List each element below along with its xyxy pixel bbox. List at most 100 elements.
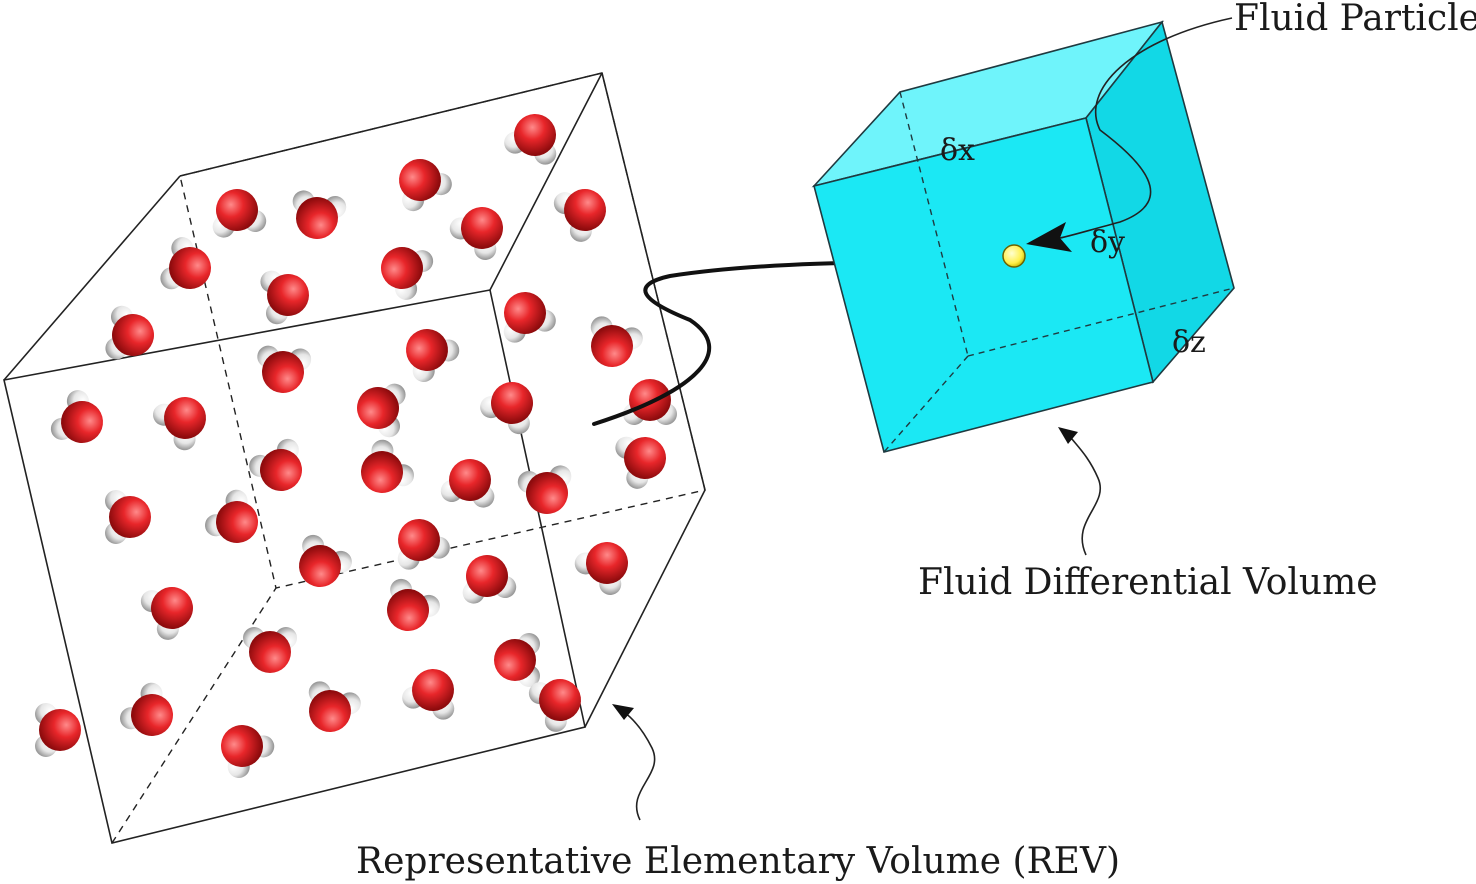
oxygen-atom	[39, 709, 81, 751]
water-molecule	[381, 247, 434, 300]
rev-cube-edge	[179, 72, 603, 177]
water-molecule	[357, 383, 406, 438]
oxygen-atom	[267, 274, 309, 316]
dz-label: δz	[1172, 325, 1206, 360]
water-molecule	[504, 114, 557, 165]
fluid-volume-label: Fluid Differential Volume	[918, 562, 1378, 603]
water-molecule	[528, 679, 581, 732]
water-molecule	[299, 534, 352, 587]
water-molecule	[249, 438, 302, 491]
oxygen-atom	[504, 292, 546, 334]
water-molecule	[517, 465, 572, 514]
oxygen-atom	[494, 639, 536, 681]
water-molecule	[204, 489, 258, 543]
oxygen-atom	[406, 329, 448, 371]
water-molecule	[399, 159, 452, 212]
oxygen-atom	[296, 197, 338, 239]
water-molecule	[105, 305, 154, 360]
water-molecule	[308, 681, 361, 732]
rev-cube-edge	[584, 489, 706, 728]
water-molecule	[623, 379, 677, 425]
rev-pointer	[623, 711, 656, 821]
particle-pointer	[1059, 17, 1233, 239]
oxygen-atom	[466, 555, 508, 597]
water-molecule	[590, 316, 643, 367]
rev-label: Representative Elementary Volume (REV)	[356, 841, 1120, 882]
water-molecule	[440, 459, 495, 508]
oxygen-atom	[309, 690, 351, 732]
cube-front-face	[813, 117, 1154, 453]
rev-cube	[3, 72, 706, 844]
oxygen-atom	[61, 401, 103, 443]
oxygen-atom	[151, 587, 193, 629]
water-molecule	[503, 292, 556, 343]
oxygen-atom	[131, 694, 173, 736]
oxygen-atom	[491, 382, 533, 424]
water-molecule	[160, 237, 211, 290]
water-molecule	[615, 436, 666, 489]
water-molecule	[243, 627, 297, 673]
oxygen-atom	[387, 589, 429, 631]
water-molecule	[406, 329, 460, 383]
oxygen-atom	[591, 325, 633, 367]
oxygen-atom	[381, 247, 423, 289]
water-molecule	[397, 519, 450, 570]
water-molecule	[257, 345, 312, 393]
water-molecule	[480, 382, 533, 435]
cube-hidden-edge	[899, 91, 969, 357]
oxygen-atom	[249, 631, 291, 673]
oxygen-atom	[221, 725, 263, 767]
fluid-particle-label: Fluid Particle	[1234, 0, 1476, 39]
oxygen-atom	[260, 449, 302, 491]
oxygen-atom	[449, 459, 491, 501]
oxygen-atom	[169, 247, 211, 289]
fluid-volume-cube: δx δy δz	[811, 20, 1235, 453]
oxygen-atom	[624, 437, 666, 479]
water-molecule	[574, 542, 628, 596]
water-molecule	[35, 703, 81, 757]
water-molecule	[212, 189, 267, 238]
water-molecule	[221, 725, 275, 779]
oxygen-atom	[262, 351, 304, 393]
water-molecule	[553, 189, 606, 242]
water-molecule	[361, 439, 415, 493]
water-molecule	[494, 633, 540, 687]
water-molecule	[105, 490, 151, 544]
rev-cube-edge	[3, 175, 181, 381]
water-molecule	[292, 190, 347, 239]
water-molecule	[140, 587, 193, 640]
oxygen-atom	[539, 679, 581, 721]
water-molecule	[402, 669, 455, 720]
volume-pointer	[1067, 433, 1101, 556]
dx-label: δx	[940, 133, 975, 168]
fluid-particle-dot	[1002, 244, 1026, 268]
water-molecule	[119, 682, 173, 736]
water-molecule	[50, 390, 103, 443]
oxygen-atom	[586, 542, 628, 584]
water-molecule	[387, 578, 440, 631]
oxygen-atom	[109, 496, 151, 538]
water-molecule	[152, 397, 206, 451]
cube-hidden-edge	[967, 287, 1235, 357]
water-molecule	[260, 270, 309, 325]
water-molecules	[35, 114, 677, 779]
oxygen-atom	[299, 545, 341, 587]
oxygen-atom	[216, 501, 258, 543]
particle-pointer-head	[1026, 222, 1072, 252]
oxygen-atom	[564, 189, 606, 231]
volume-pointer-head	[1058, 427, 1078, 444]
oxygen-atom	[399, 159, 441, 201]
dy-label: δy	[1090, 225, 1125, 260]
oxygen-atom	[112, 314, 154, 356]
oxygen-atom	[216, 189, 258, 231]
oxygen-atom	[461, 207, 503, 249]
oxygen-atom	[361, 451, 403, 493]
oxygen-atom	[164, 397, 206, 439]
oxygen-atom	[514, 114, 556, 156]
water-molecule	[462, 555, 517, 604]
oxygen-atom	[357, 387, 399, 429]
oxygen-atom	[629, 379, 671, 421]
rev-cube-edge	[489, 72, 603, 291]
water-molecule	[449, 207, 503, 261]
oxygen-atom	[398, 519, 440, 561]
